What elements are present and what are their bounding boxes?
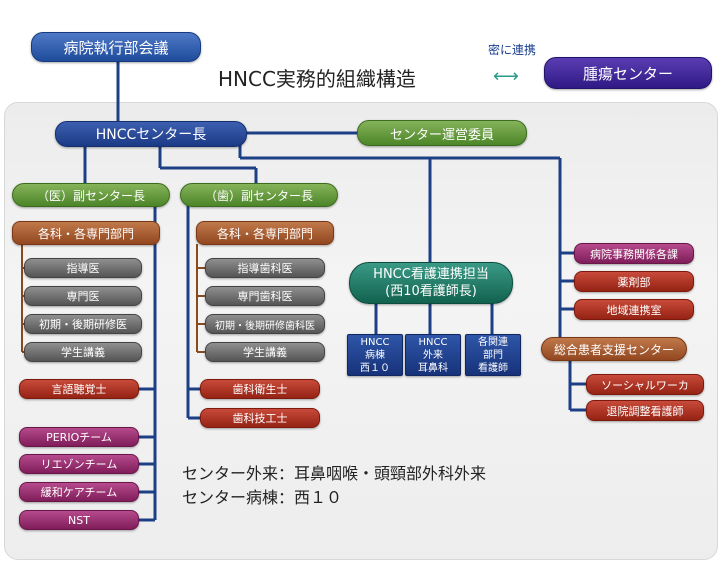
nursing-unit-line: HNCC bbox=[418, 336, 448, 348]
team-box: NST bbox=[19, 510, 139, 530]
dent-staff-box: 歯科技工士 bbox=[200, 408, 320, 428]
dent-item-box: 専門歯科医 bbox=[205, 286, 325, 306]
director-box: HNCCセンター長 bbox=[55, 121, 247, 147]
double-arrow-icon: ⟷ bbox=[493, 66, 519, 87]
nursing-title: HNCC看護連携担当 bbox=[373, 267, 489, 282]
nursing-unit-line: 西１０ bbox=[360, 362, 390, 374]
page-title: HNCC実務的組織構造 bbox=[218, 67, 416, 91]
support-item-box: 退院調整看護師 bbox=[586, 400, 704, 421]
dent-deputy-box: （歯）副センター長 bbox=[180, 183, 338, 207]
nursing-subtitle: (西10看護師長) bbox=[385, 284, 477, 299]
nursing-unit-box: HNCC 病棟 西１０ bbox=[347, 334, 403, 376]
med-item-box: 学生講義 bbox=[24, 342, 142, 362]
nursing-box: HNCC看護連携担当 (西10看護師長) bbox=[349, 262, 513, 304]
committee-box: センター運営委員 bbox=[357, 120, 527, 146]
nursing-unit-box: HNCC 外来 耳鼻科 bbox=[405, 334, 461, 376]
med-deputy-box: （医）副センター長 bbox=[12, 183, 170, 207]
dent-item-box: 指導歯科医 bbox=[205, 258, 325, 278]
nursing-unit-line: 病棟 bbox=[365, 349, 385, 361]
med-item-box: 指導医 bbox=[24, 258, 142, 278]
info-line-outpatient: センター外来：耳鼻咽喉・頭頸部外科外来 bbox=[182, 464, 487, 483]
dent-item-box: 初期・後期研修歯科医 bbox=[205, 314, 325, 334]
right-unit-box: 地域連携室 bbox=[574, 299, 694, 320]
info-block: センター外来：耳鼻咽喉・頭頸部外科外来 センター病棟：西１０ bbox=[182, 462, 486, 510]
dent-item-box: 学生講義 bbox=[205, 342, 325, 362]
team-box: PERIOチーム bbox=[19, 427, 139, 447]
right-unit-box: 薬剤部 bbox=[574, 271, 694, 292]
med-staff-box: 言語聴覚士 bbox=[19, 379, 139, 399]
info-line-ward: センター病棟：西１０ bbox=[182, 488, 343, 507]
nursing-unit-box: 各関連 部門 看護師 bbox=[465, 334, 521, 376]
dent-dept-box: 各科・各専門部門 bbox=[196, 221, 334, 245]
nursing-unit-line: HNCC bbox=[360, 336, 390, 348]
nursing-unit-line: 看護師 bbox=[478, 362, 508, 374]
nursing-unit-line: 各関連 bbox=[478, 336, 508, 348]
nursing-unit-line: 外来 bbox=[423, 349, 443, 361]
med-item-box: 専門医 bbox=[24, 286, 142, 306]
right-unit-box: 病院事務関係各課 bbox=[574, 243, 694, 264]
dent-staff-box: 歯科衛生士 bbox=[200, 379, 320, 399]
nursing-unit-line: 耳鼻科 bbox=[418, 362, 448, 374]
med-item-box: 初期・後期研修医 bbox=[24, 314, 142, 334]
team-box: リエゾンチーム bbox=[19, 454, 139, 474]
support-item-box: ソーシャルワーカ bbox=[586, 374, 704, 395]
med-dept-box: 各科・各専門部門 bbox=[12, 221, 160, 245]
team-box: 緩和ケアチーム bbox=[19, 482, 139, 502]
tumor-center-box: 腫瘍センター bbox=[544, 57, 712, 89]
exec-council-box: 病院執行部会議 bbox=[31, 32, 201, 62]
support-center-box: 総合患者支援センター bbox=[541, 337, 687, 361]
link-note: 密に連携 bbox=[488, 43, 537, 57]
nursing-unit-line: 部門 bbox=[483, 349, 503, 361]
